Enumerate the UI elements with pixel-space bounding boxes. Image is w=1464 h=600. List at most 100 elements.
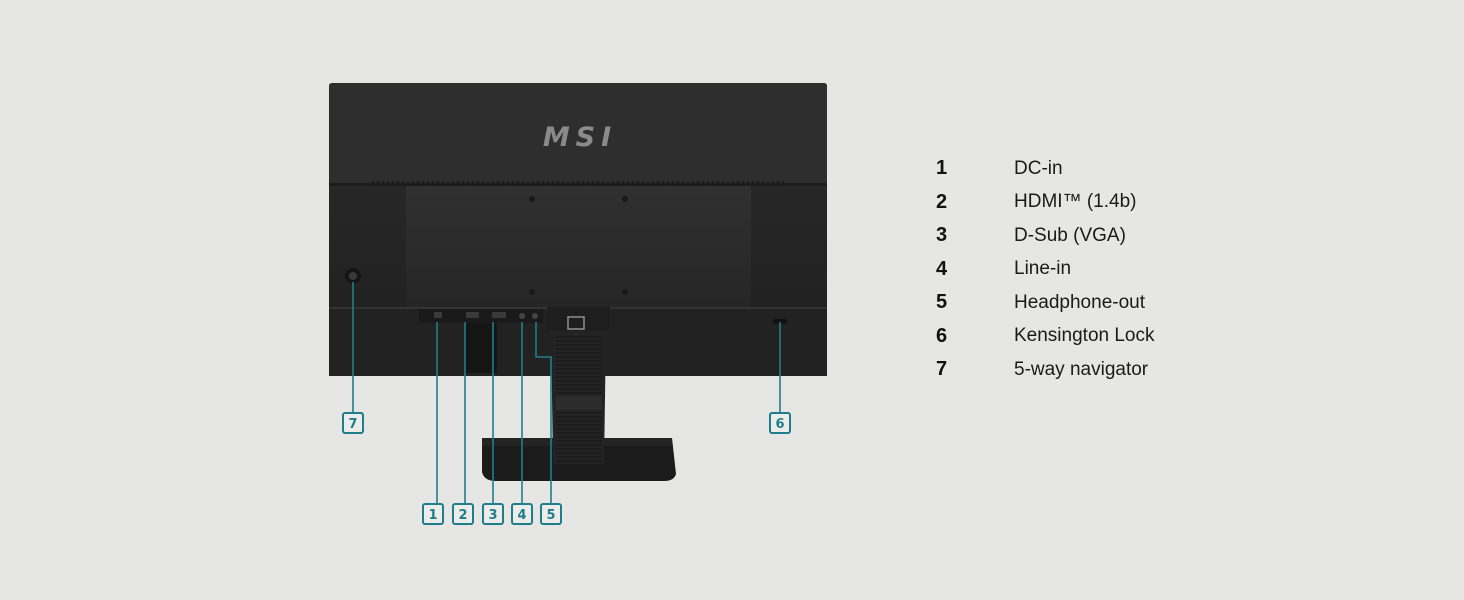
neck-rib bbox=[556, 448, 602, 450]
legend-item: 1 DC-in bbox=[936, 152, 1236, 186]
vent-tooth bbox=[507, 181, 509, 185]
vent-tooth bbox=[427, 181, 429, 185]
neck-rib bbox=[556, 420, 602, 422]
vent-tooth bbox=[532, 181, 534, 185]
vent-tooth bbox=[702, 181, 704, 185]
neck-rib bbox=[556, 348, 602, 350]
legend-number: 4 bbox=[936, 257, 948, 280]
vent-tooth bbox=[767, 181, 769, 185]
neck-rib bbox=[556, 356, 602, 358]
vent-tooth bbox=[417, 181, 419, 185]
legend-label: Kensington Lock bbox=[1014, 325, 1155, 347]
callout-3: 3 bbox=[482, 322, 504, 525]
vent-tooth bbox=[397, 181, 399, 185]
vent-tooth bbox=[752, 181, 754, 185]
callout-6: 6 bbox=[769, 322, 791, 434]
callout-number: 3 bbox=[488, 508, 497, 523]
vent-tooth bbox=[492, 181, 494, 185]
neck-rib bbox=[556, 380, 602, 382]
vent-tooth bbox=[502, 181, 504, 185]
vent-tooth bbox=[772, 181, 774, 185]
vent-tooth bbox=[677, 181, 679, 185]
vent-tooth bbox=[377, 181, 379, 185]
vent-tooth bbox=[557, 181, 559, 185]
vent-tooth bbox=[487, 181, 489, 185]
legend-label: D-Sub (VGA) bbox=[1014, 224, 1126, 246]
neck-rib bbox=[556, 436, 602, 438]
vent-tooth bbox=[717, 181, 719, 185]
callout-4: 4 bbox=[511, 322, 533, 525]
callout-box bbox=[342, 412, 364, 434]
vesa-screw bbox=[622, 196, 628, 202]
vent-tooth bbox=[697, 181, 699, 185]
neck-rib bbox=[556, 336, 602, 338]
neck-rib bbox=[556, 452, 602, 454]
callout-number: 2 bbox=[458, 508, 467, 523]
legend-label: HDMI™ (1.4b) bbox=[1014, 191, 1137, 213]
vent-tooth bbox=[732, 181, 734, 185]
dc-in-port bbox=[434, 312, 442, 318]
line-in-jack bbox=[519, 313, 525, 319]
vent-tooth bbox=[692, 181, 694, 185]
neck-rib bbox=[556, 368, 602, 370]
legend-number: 5 bbox=[936, 291, 948, 314]
vent-tooth bbox=[522, 181, 524, 185]
headphone-jack bbox=[532, 313, 538, 319]
neck-rib bbox=[556, 412, 602, 414]
legend-item: 3 D-Sub (VGA) bbox=[936, 219, 1236, 253]
port-legend: 1 DC-in 2 HDMI™ (1.4b) 3 D-Sub (VGA) 4 L… bbox=[936, 152, 1236, 387]
legend-label: DC-in bbox=[1014, 157, 1063, 179]
vent-tooth bbox=[512, 181, 514, 185]
neck-rib bbox=[556, 344, 602, 346]
callout-box bbox=[769, 412, 791, 434]
hdmi-port bbox=[466, 312, 479, 318]
vent-tooth bbox=[622, 181, 624, 185]
cable-recess bbox=[465, 323, 497, 373]
vent-ridge bbox=[372, 181, 784, 185]
callout-box bbox=[482, 503, 504, 525]
vent-tooth bbox=[527, 181, 529, 185]
neck-rib bbox=[556, 360, 602, 362]
vent-tooth bbox=[562, 181, 564, 185]
neck-rib bbox=[556, 416, 602, 418]
vent-tooth bbox=[672, 181, 674, 185]
dsub-port bbox=[492, 312, 506, 318]
neck-rib bbox=[556, 440, 602, 442]
neck-rib bbox=[556, 352, 602, 354]
vent-tooth bbox=[662, 181, 664, 185]
vent-tooth bbox=[742, 181, 744, 185]
vent-tooth bbox=[712, 181, 714, 185]
vent-tooth bbox=[422, 181, 424, 185]
vent-tooth bbox=[602, 181, 604, 185]
legend-label: Line-in bbox=[1014, 258, 1072, 280]
vent-tooth bbox=[657, 181, 659, 185]
vent-tooth bbox=[637, 181, 639, 185]
brand-logo: MSI bbox=[543, 122, 617, 153]
vent-tooth bbox=[547, 181, 549, 185]
vesa-panel bbox=[406, 186, 751, 307]
vent-tooth bbox=[722, 181, 724, 185]
vent-tooth bbox=[737, 181, 739, 185]
vent-tooth bbox=[652, 181, 654, 185]
vent-tooth bbox=[607, 181, 609, 185]
legend-item: 7 5-way navigator bbox=[936, 353, 1236, 387]
callout-leader-line bbox=[535, 322, 552, 504]
vent-tooth bbox=[442, 181, 444, 185]
vent-tooth bbox=[727, 181, 729, 185]
callout-number: 1 bbox=[428, 508, 437, 523]
vent-tooth bbox=[577, 181, 579, 185]
vent-tooth bbox=[452, 181, 454, 185]
vent-tooth bbox=[372, 181, 374, 185]
callout-1: 1 bbox=[422, 322, 444, 525]
neck-rib bbox=[556, 432, 602, 434]
neck-rib bbox=[556, 392, 602, 394]
callout-box bbox=[511, 503, 533, 525]
legend-number: 1 bbox=[936, 157, 948, 180]
neck-rib bbox=[556, 456, 602, 458]
callout-5: 5 bbox=[535, 322, 562, 525]
vent-tooth bbox=[552, 181, 554, 185]
legend-number: 7 bbox=[936, 358, 948, 381]
vent-tooth bbox=[612, 181, 614, 185]
legend-label: Headphone-out bbox=[1014, 291, 1145, 313]
